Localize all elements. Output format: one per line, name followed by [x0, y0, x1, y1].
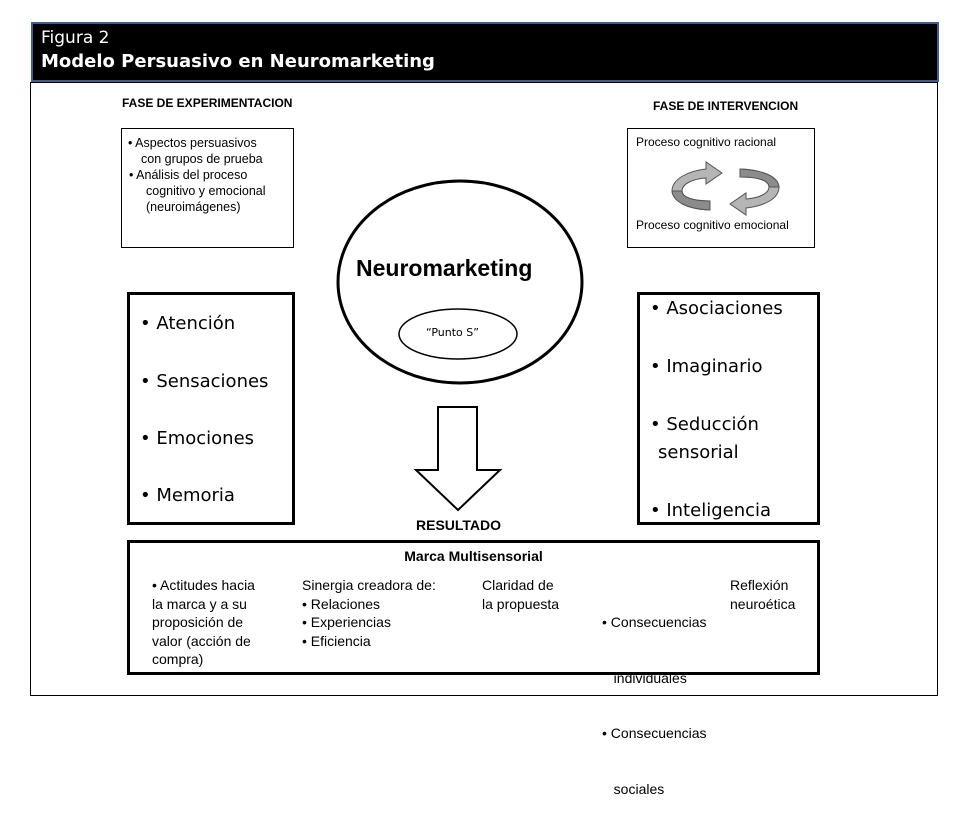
- cycle-arrows-icon: [671, 161, 780, 216]
- rational-process-label: Proceso cognitivo racional: [636, 135, 777, 149]
- result-line: proposición de: [152, 614, 244, 630]
- list-item: • Sensaciones: [140, 371, 269, 392]
- intervention-box: Proceso cognitivo racional Proceso cogni…: [627, 128, 815, 248]
- list-item: • Seducción: [650, 414, 759, 435]
- result-line: valor (acción de: [152, 632, 251, 649]
- emotional-process-label: Proceso cognitivo emocional: [636, 218, 789, 232]
- list-item: • Memoria: [140, 485, 235, 506]
- result-line: • Actitudes hacia: [152, 577, 255, 593]
- result-line: • Eficiencia: [302, 632, 371, 649]
- result-line: • Relaciones: [302, 595, 381, 612]
- figure-header: Figura 2 Modelo Persuasivo en Neuromarke…: [31, 22, 939, 82]
- result-line: compra): [152, 651, 204, 667]
- result-line: la marca y a su: [152, 595, 247, 612]
- result-line: • Consecuencias: [602, 614, 707, 630]
- result-column-consequences: • Consecuencias individuales • Consecuen…: [602, 576, 707, 835]
- experimentation-line: con grupos de prueba: [141, 152, 263, 166]
- list-item: • Imaginario: [650, 356, 763, 377]
- result-title: Marca Multisensorial: [404, 548, 543, 564]
- experimentation-line: • Análisis del proceso: [129, 168, 248, 182]
- left-list-box: • Atención • Sensaciones • Emociones • M…: [127, 292, 295, 525]
- figure-label: Figura 2: [41, 28, 110, 48]
- phase-intervention-title: FASE DE INTERVENCION: [653, 99, 799, 113]
- result-line: la propuesta: [482, 595, 560, 612]
- list-item: sensorial: [658, 442, 739, 463]
- result-column-synergy: Sinergia creadora de: • Relaciones • Exp…: [302, 576, 436, 650]
- list-item: • Inteligencia: [650, 500, 772, 521]
- result-line: • Consecuencias: [602, 725, 707, 741]
- result-box: Marca Multisensorial • Actitudes hacia l…: [127, 540, 820, 797]
- phase-experimentation-title: FASE DE EXPERIMENTACION: [122, 96, 293, 110]
- result-line: neuroética: [730, 595, 796, 612]
- right-list-box: • Asociaciones • Imaginario • Seducción …: [637, 292, 820, 525]
- experimentation-line: cognitivo y emocional: [146, 184, 266, 198]
- experimentation-line: • Aspectos persuasivos: [128, 136, 257, 150]
- result-line: Sinergia creadora de:: [302, 577, 436, 593]
- result-column-attitudes: • Actitudes hacia la marca y a su propos…: [152, 576, 255, 669]
- experimentation-line: (neuroimágenes): [146, 200, 241, 214]
- result-line: Claridad de: [482, 577, 554, 593]
- list-item: • Emociones: [140, 428, 255, 449]
- punto-s-label: “Punto S”: [426, 326, 479, 339]
- result-line: • Experiencias: [302, 614, 391, 630]
- list-item: • Asociaciones: [650, 298, 783, 319]
- diagram-frame: [30, 82, 938, 696]
- resultado-label: RESULTADO: [416, 517, 502, 533]
- result-column-clarity: Claridad de la propuesta: [482, 576, 559, 613]
- result-line: Reflexión: [730, 577, 789, 593]
- list-item: • Atención: [140, 313, 236, 334]
- result-line: sociales: [602, 780, 665, 797]
- result-line: individuales: [602, 669, 687, 686]
- result-column-neuroethics: Reflexión neuroética: [730, 576, 795, 613]
- experimentation-box: • Aspectos persuasivos con grupos de pru…: [121, 128, 294, 248]
- figure-title: Modelo Persuasivo en Neuromarketing: [41, 51, 435, 72]
- neuromarketing-title: Neuromarketing: [356, 255, 533, 281]
